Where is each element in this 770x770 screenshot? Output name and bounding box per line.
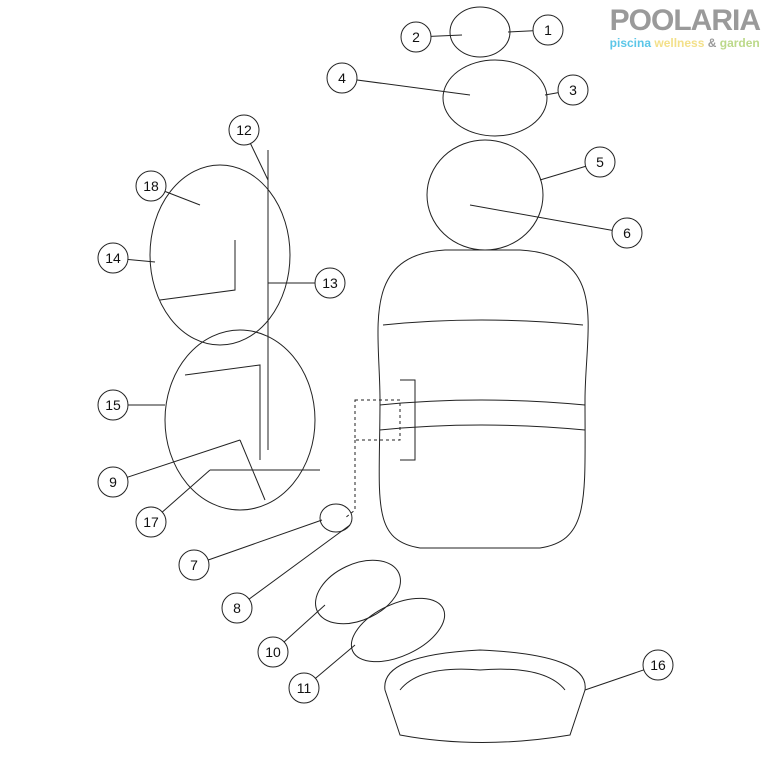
callout-circle [257,636,289,668]
callout-circle [97,389,129,421]
valve-kit-11-oval [350,597,446,663]
callout-circle [326,62,358,94]
valve-kit-10-oval [315,559,401,625]
tank-base [384,649,586,743]
callout-number: 12 [236,122,252,138]
callout-circle [532,14,564,46]
collar-oval [426,139,544,251]
callout-2: 2 [400,21,432,53]
callout-number: 2 [412,29,420,45]
callout-circle [557,74,589,106]
callout-12: 12 [228,114,260,146]
callout-number: 17 [143,514,159,530]
callout-4: 4 [326,62,358,94]
callout-number: 1 [544,22,552,38]
lid-oval [442,59,548,137]
poolaria-logo: POOLARIA piscina wellness & garden [609,4,761,51]
callout-number: 5 [596,154,604,170]
callout-circle [642,649,674,681]
callout-circle [97,466,129,498]
lateral-assembly-oval [164,329,316,511]
inlet-pipe-oval [149,164,291,346]
leader-line-9 [112,439,241,483]
callout-13: 13 [314,267,346,299]
callout-17: 17 [135,506,167,538]
callout-number: 18 [143,178,159,194]
callout-circle [97,242,129,274]
callout-14: 14 [97,242,129,274]
callout-circle [611,217,643,249]
leader-line-8 [236,524,351,609]
callout-8: 8 [221,592,253,624]
callout-7: 7 [178,549,210,581]
callout-circle [314,267,346,299]
callout-number: 16 [650,657,666,673]
leader-line-6 [469,204,628,234]
callout-circle [135,170,167,202]
callout-11: 11 [288,672,320,704]
callout-10: 10 [257,636,289,668]
callout-5: 5 [584,146,616,178]
callout-1: 1 [532,14,564,46]
drain-link [344,399,401,519]
callout-number: 6 [623,225,631,241]
tank-seam [379,319,586,431]
callout-number: 9 [109,474,117,490]
logo-brand: POOLARIA [609,4,761,37]
callout-number: 7 [190,557,198,573]
tank-handle [400,379,416,461]
valve-cap-oval [449,6,511,58]
leader-line-4 [341,77,471,96]
callout-circle [221,592,253,624]
callout-circle [584,146,616,178]
leader-line-7 [193,519,323,566]
callout-number: 11 [297,680,312,696]
logo-tagline: piscina wellness & garden [609,36,760,50]
callout-number: 14 [105,250,121,266]
callout-number: 4 [338,70,346,86]
callout-number: 10 [265,644,281,660]
callout-circle [178,549,210,581]
callout-16: 16 [642,649,674,681]
tank-body [377,249,589,549]
callout-3: 3 [557,74,589,106]
callout-circle [228,114,260,146]
callout-number: 13 [322,275,338,291]
drain-oval [319,503,353,533]
callout-circle [288,672,320,704]
callout-number: 15 [105,397,121,413]
callout-circle [400,21,432,53]
callout-15: 15 [97,389,129,421]
callout-18: 18 [135,170,167,202]
callout-9: 9 [97,466,129,498]
callout-circle [135,506,167,538]
callout-6: 6 [611,217,643,249]
callout-number: 3 [569,82,577,98]
callout-number: 8 [233,600,241,616]
